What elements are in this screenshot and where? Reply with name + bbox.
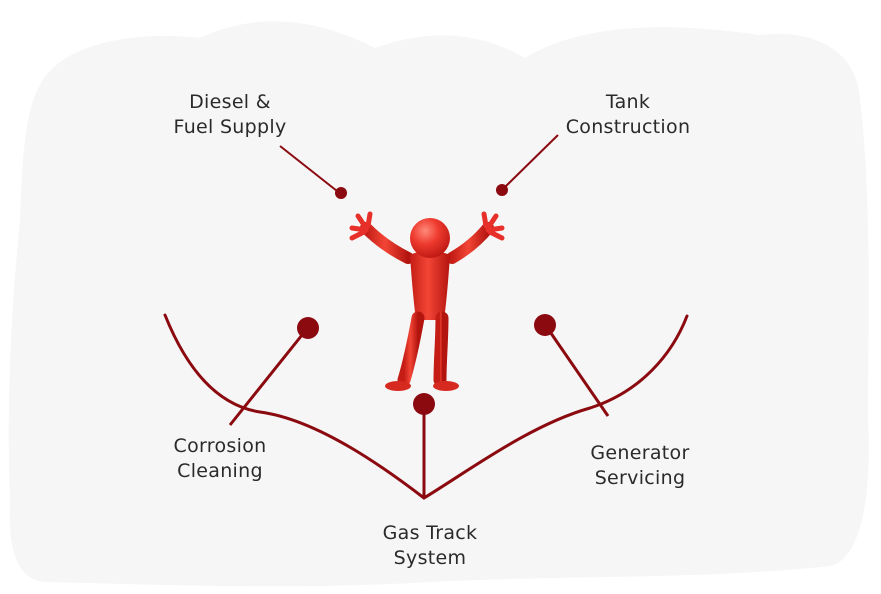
label-gas-track-system: Gas Track System [350,521,510,571]
label-line: Cleaning [177,460,263,482]
curve-left [163,313,426,500]
node-dot-gas [413,393,435,415]
connector-generator [544,325,610,417]
label-line: System [393,547,467,569]
label-corrosion-cleaning: Corrosion Cleaning [140,434,300,484]
node-dot-corrosion [297,317,319,339]
node-dot-diesel [335,187,347,199]
label-line: Construction [565,116,691,138]
label-line: Fuel Supply [173,116,287,138]
connector-tank [504,134,559,188]
label-generator-servicing: Generator Servicing [560,441,720,491]
label-tank-construction: Tank Construction [548,90,708,140]
curve-right [422,314,689,500]
label-line: Gas Track [382,522,478,544]
label-line: Diesel & [189,91,271,113]
node-dot-generator [534,314,556,336]
stick-figure-icon [349,211,505,391]
connector-diesel [279,145,338,192]
label-line: Tank [605,91,651,113]
label-line: Servicing [594,467,686,489]
label-diesel-fuel-supply: Diesel & Fuel Supply [150,90,310,140]
node-dot-tank [496,184,508,196]
connector-corrosion [228,329,308,426]
label-line: Corrosion [173,435,267,457]
label-line: Generator [590,442,690,464]
